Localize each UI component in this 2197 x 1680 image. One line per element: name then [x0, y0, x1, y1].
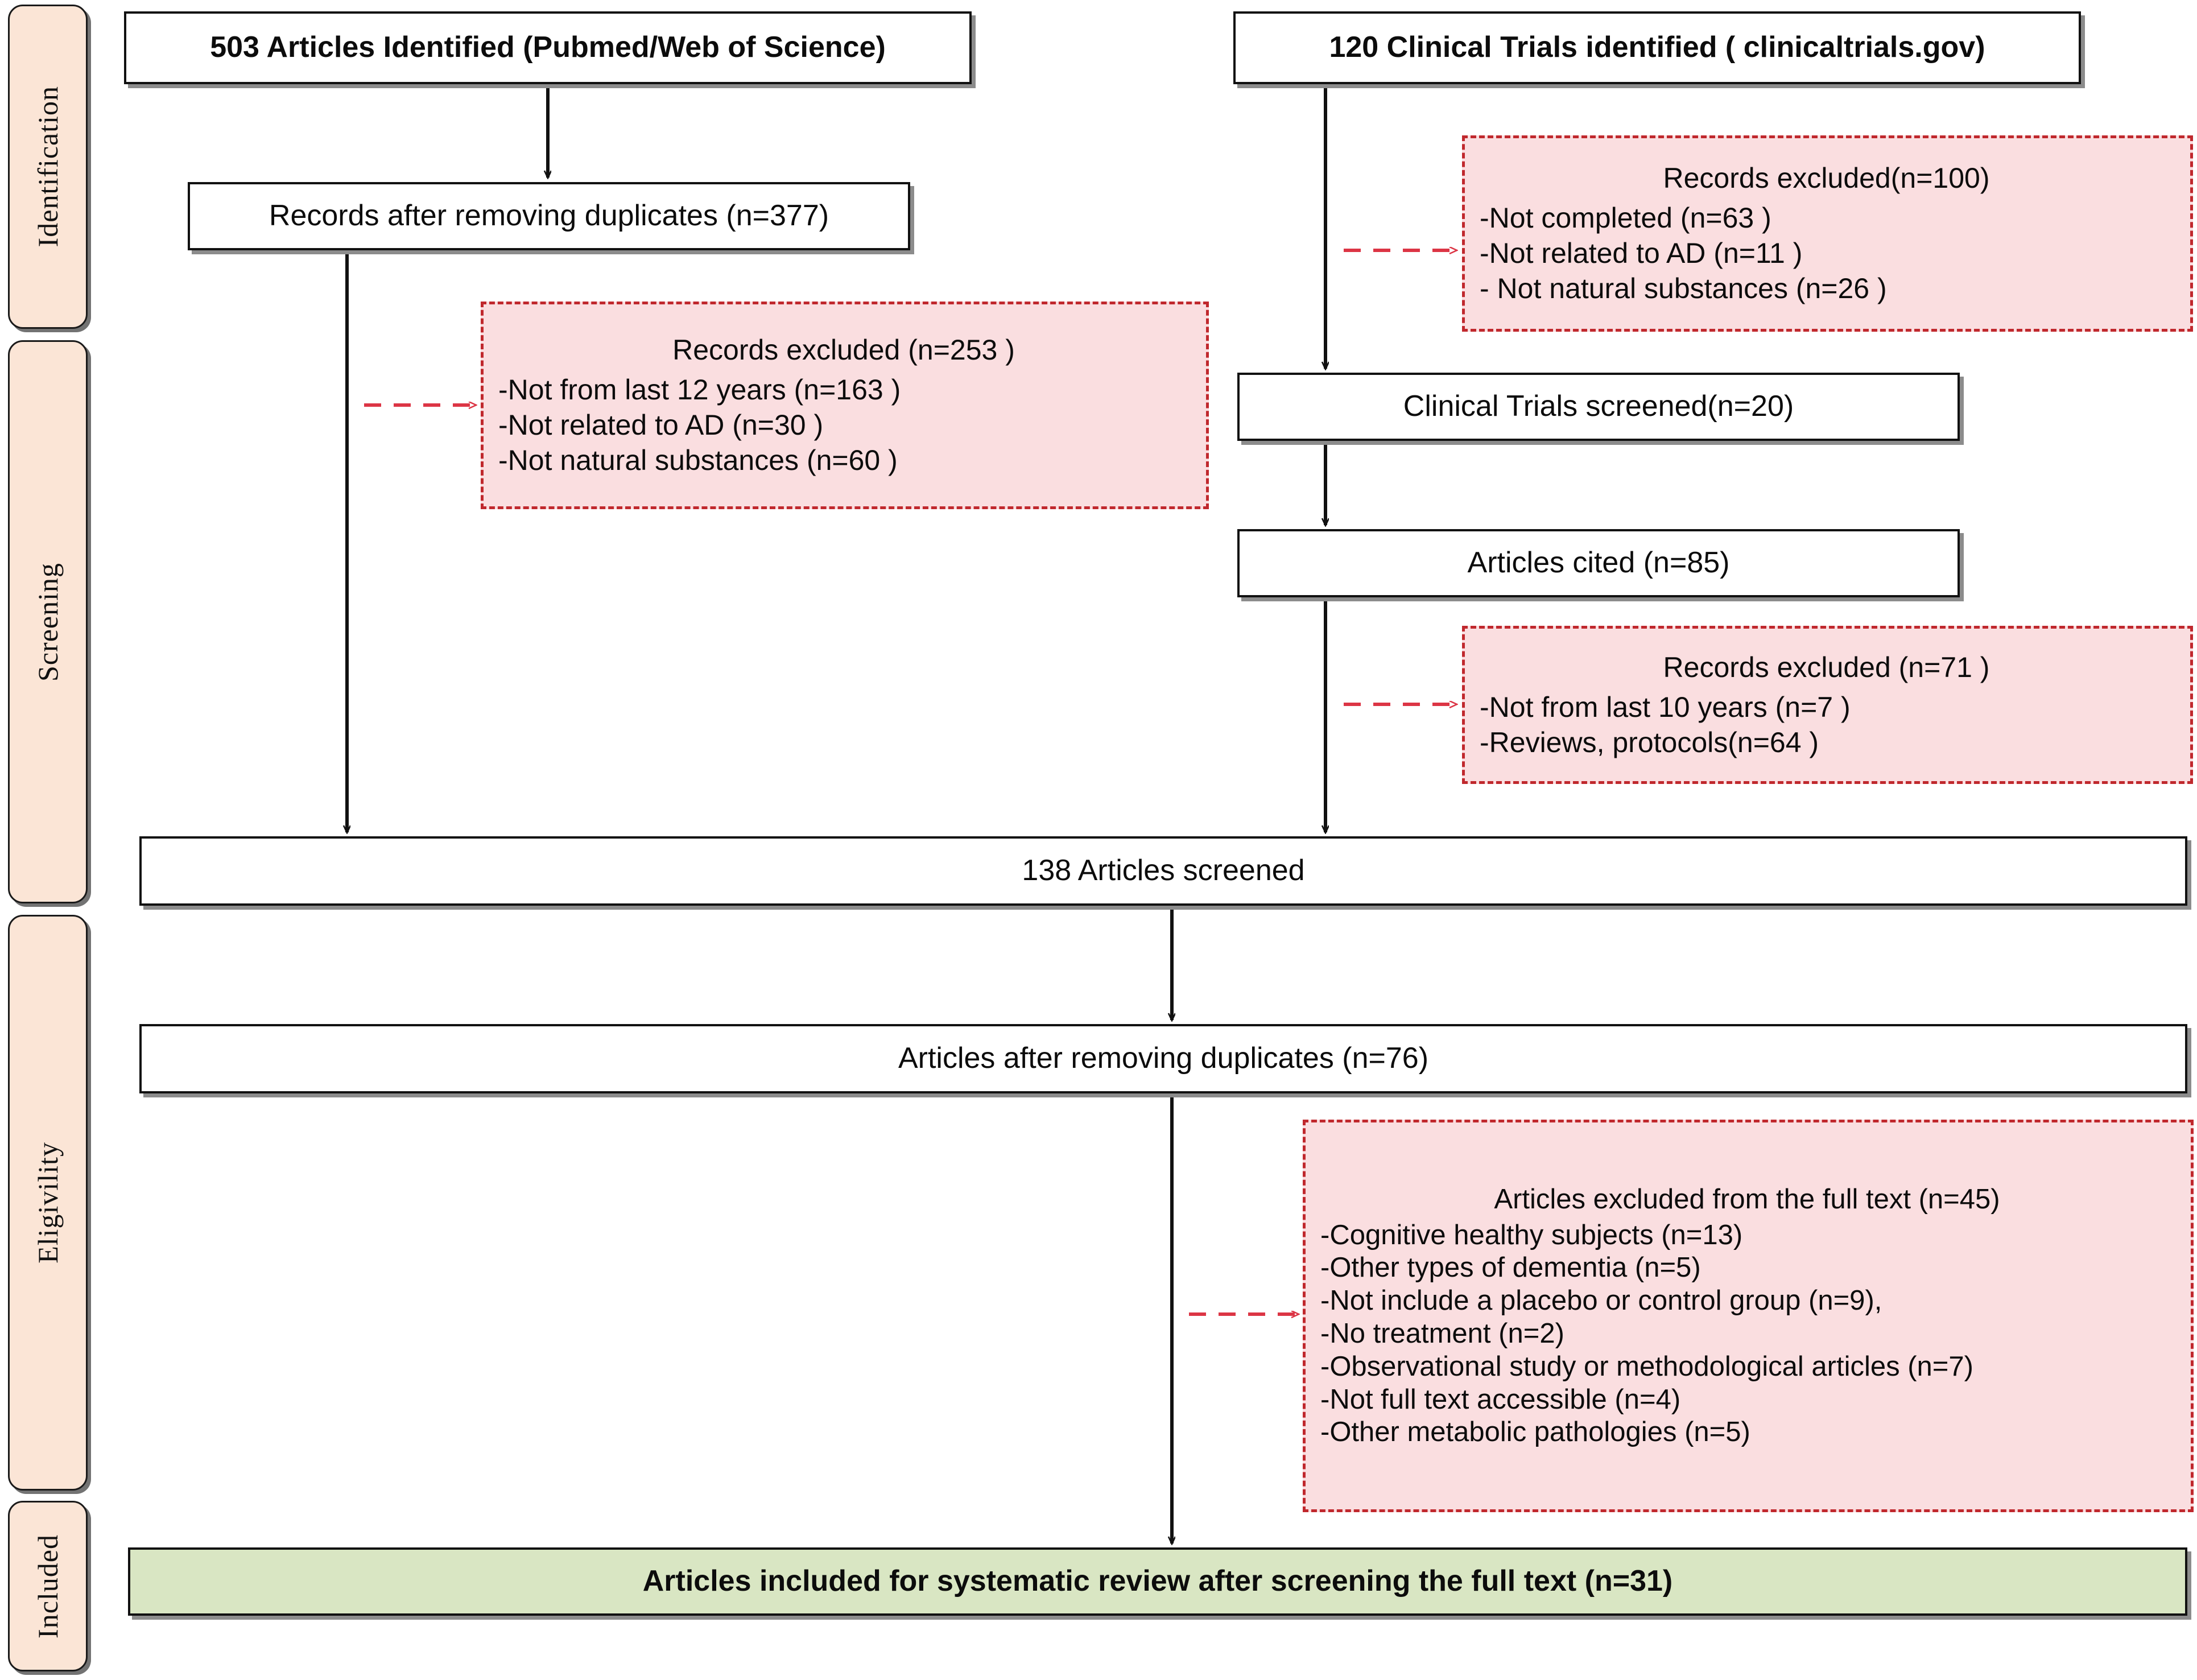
exclusion-item: -Cognitive healthy subjects (n=13)	[1320, 1219, 1743, 1250]
node-clinical-trials-screened: Clinical Trials screened(n=20)	[1237, 373, 1960, 441]
stage-label-screening: Screening	[32, 562, 64, 682]
exclusion-box-trials-100: Records excluded(n=100) -Not completed (…	[1462, 135, 2193, 332]
node-articles-cited-text: Articles cited (n=85)	[1467, 546, 1730, 580]
node-clinical-trials-identified: 120 Clinical Trials identified ( clinica…	[1233, 11, 2081, 84]
exclusion-item: -Observational study or methodological a…	[1320, 1351, 1973, 1382]
exclusion-item: -Not natural substances (n=60 )	[498, 444, 898, 476]
node-clinical-trials-identified-text: 120 Clinical Trials identified ( clinica…	[1329, 31, 1985, 64]
exclusion-item: -Other metabolic pathologies (n=5)	[1320, 1417, 1750, 1448]
exclusion-title-records-253: Records excluded (n=253 )	[672, 334, 1015, 366]
node-articles-screened: 138 Articles screened	[139, 836, 2187, 906]
exclusion-title-articles-45: Articles excluded from the full text (n=…	[1494, 1183, 2000, 1215]
node-articles-after-duplicates-text: Articles after removing duplicates (n=76…	[898, 1042, 1429, 1075]
exclusion-box-articles-45: Articles excluded from the full text (n=…	[1303, 1120, 2194, 1512]
exclusion-item: -Not related to AD (n=11 )	[1480, 237, 1803, 269]
node-articles-screened-text: 138 Articles screened	[1022, 854, 1305, 888]
exclusion-item: -Not include a placebo or control group …	[1320, 1285, 1882, 1316]
stage-label-included: Included	[32, 1534, 64, 1638]
stage-label-identification: Identification	[32, 86, 64, 247]
exclusion-title-records-71: Records excluded (n=71 )	[1663, 651, 1990, 683]
node-articles-identified-text: 503 Articles Identified (Pubmed/Web of S…	[210, 31, 886, 64]
stage-pill-eligibility: Eligivility	[8, 915, 88, 1491]
stage-pill-identification: Identification	[8, 5, 88, 329]
exclusion-item: -Not from last 10 years (n=7 )	[1480, 691, 1851, 723]
exclusion-item: - Not natural substances (n=26 )	[1480, 273, 1887, 304]
stage-label-eligibility: Eligivility	[32, 1142, 64, 1264]
node-clinical-trials-screened-text: Clinical Trials screened(n=20)	[1403, 390, 1794, 423]
exclusion-item: -Not from last 12 years (n=163 )	[498, 374, 901, 406]
exclusion-box-records-253: Records excluded (n=253 ) -Not from last…	[481, 302, 1209, 509]
exclusion-item: -No treatment (n=2)	[1320, 1318, 1564, 1349]
stage-pill-screening: Screening	[8, 340, 88, 903]
node-articles-cited: Articles cited (n=85)	[1237, 529, 1960, 597]
node-articles-after-duplicates: Articles after removing duplicates (n=76…	[139, 1024, 2187, 1093]
exclusion-box-records-71: Records excluded (n=71 ) -Not from last …	[1462, 626, 2193, 784]
exclusion-title-trials-100: Records excluded(n=100)	[1663, 162, 1990, 194]
exclusion-item: -Other types of dementia (n=5)	[1320, 1252, 1701, 1283]
stage-pill-included: Included	[8, 1501, 88, 1671]
exclusion-item: -Not completed (n=63 )	[1480, 202, 1771, 234]
node-articles-included-text: Articles included for systematic review …	[642, 1565, 1673, 1598]
exclusion-item: -Not related to AD (n=30 )	[498, 409, 824, 441]
exclusion-item: -Not full text accessible (n=4)	[1320, 1384, 1681, 1415]
exclusion-item: -Reviews, protocols(n=64 )	[1480, 726, 1819, 758]
node-articles-identified: 503 Articles Identified (Pubmed/Web of S…	[124, 11, 972, 84]
node-records-after-duplicates: Records after removing duplicates (n=377…	[188, 182, 910, 250]
node-records-after-duplicates-text: Records after removing duplicates (n=377…	[269, 199, 829, 233]
node-articles-included: Articles included for systematic review …	[128, 1547, 2187, 1616]
